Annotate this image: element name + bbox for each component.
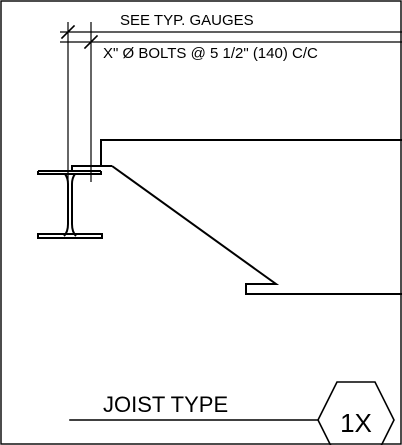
title-joist-type: JOIST TYPE [103,392,228,417]
tick-mark-left [60,24,76,40]
hexagon-tag-outline [317,381,395,445]
joist-seat-outline [71,139,402,171]
joist-seat [71,139,402,171]
i-beam-top-flange [37,170,102,175]
i-beam-web [63,173,77,237]
note-see-typ-gauges: SEE TYP. GAUGES [120,12,254,29]
joist-type-tag: 1X [317,381,395,445]
i-beam-section [37,170,103,239]
joist-profile [111,165,402,295]
tag-label: 1X [340,408,372,438]
note-bolts-spacing: X" Ø BOLTS @ 5 1/2" (140) C/C [103,45,318,62]
dimension-leaders [60,22,402,182]
joist-sloped-end [111,165,402,295]
i-beam-bottom-flange [37,233,103,239]
tick-mark-right [83,34,99,50]
